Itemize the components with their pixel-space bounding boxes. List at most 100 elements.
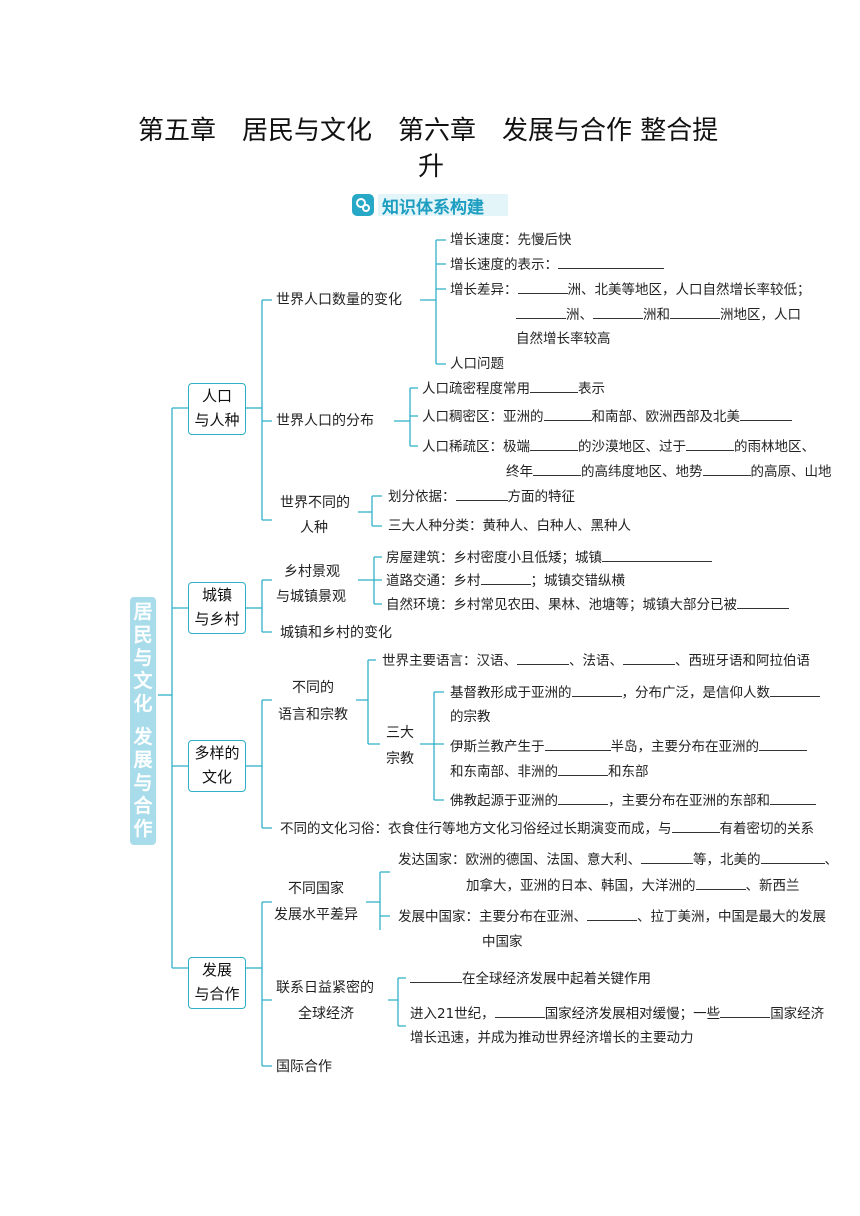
text: 方面的特征 bbox=[507, 489, 576, 505]
blank bbox=[671, 819, 720, 833]
section-culture-line1: 多样的 bbox=[194, 744, 240, 762]
text: 洲、 bbox=[566, 307, 593, 323]
banner-title: 知识体系构建 bbox=[382, 198, 484, 218]
section-population-line1: 人口 bbox=[201, 387, 232, 405]
density-expression: 人口疏密程度常用表示 bbox=[422, 379, 605, 398]
blank bbox=[533, 462, 581, 476]
sparse-areas-2: 终年的高纬度地区、地势的高原、山地 bbox=[506, 462, 832, 481]
blank bbox=[759, 737, 807, 751]
21st-century: 进入21世纪，国家经济发展相对缓慢；一些国家经济 bbox=[410, 1004, 824, 1023]
text: 发达国家：欧洲的德国、法国、意大利、 bbox=[398, 852, 641, 868]
text: 的雨林地区、 bbox=[734, 439, 815, 455]
text: 、新西兰 bbox=[745, 878, 800, 894]
blank bbox=[517, 651, 569, 665]
environment: 自然环境：乡村常见农田、果林、池塘等；城镇大部分已被 bbox=[386, 595, 789, 614]
landscape-label-1: 乡村景观 bbox=[284, 564, 340, 580]
sparse-areas: 人口稀疏区：极端 的沙漠地区、过于 的雨林地区、 bbox=[422, 437, 815, 456]
global-economy-label-1: 联系日益紧密的 bbox=[276, 980, 374, 996]
main-languages: 世界主要语言：汉语、 、法语、 、西班牙语和阿拉伯语 bbox=[382, 651, 810, 670]
blank bbox=[702, 462, 751, 476]
text: ；城镇交错纵横 bbox=[530, 573, 626, 589]
religion-label-2: 宗教 bbox=[386, 751, 414, 767]
blank bbox=[494, 1004, 545, 1018]
section-culture-line2: 文化 bbox=[201, 768, 232, 786]
international-cooperation-label: 国际合作 bbox=[276, 1059, 332, 1075]
growth-expression-text: 增长速度的表示： bbox=[450, 257, 558, 273]
blank bbox=[740, 407, 792, 421]
section-town-line1: 城镇 bbox=[201, 586, 232, 604]
text: 进入21世纪， bbox=[410, 1006, 495, 1022]
text: 伊斯兰教产生于 bbox=[450, 739, 545, 755]
text: 、 bbox=[824, 852, 839, 868]
islam: 伊斯兰教产生于半岛，主要分布在亚洲的 bbox=[450, 737, 807, 756]
text: 佛教起源于亚洲的 bbox=[450, 793, 558, 809]
blank bbox=[695, 876, 746, 890]
blank bbox=[558, 255, 664, 269]
developing-countries-2: 中国家 bbox=[482, 934, 523, 950]
blank bbox=[530, 379, 578, 393]
text: 的高纬度地区、地势 bbox=[581, 464, 703, 480]
developed-countries-2: 加拿大，亚洲的日本、韩国，大洋洲的 、新西兰 bbox=[466, 876, 800, 895]
change-label: 城镇和乡村的变化 bbox=[280, 625, 392, 641]
developed-countries: 发达国家：欧洲的德国、法国、意大利、 等，北美的 、 bbox=[398, 850, 838, 869]
growth-diff-text2: 洲、北美等地区，人口自然增长率较低； bbox=[567, 282, 811, 298]
text: 世界主要语言：汉语、 bbox=[382, 653, 517, 669]
blank bbox=[571, 683, 622, 697]
blank bbox=[410, 969, 462, 983]
blank bbox=[517, 280, 568, 294]
dense-areas: 人口稠密区：亚洲的和南部、欧洲西部及北美 bbox=[422, 407, 792, 426]
text: 发展中国家：主要分布在亚洲、 bbox=[398, 909, 587, 925]
section-town-village: 城镇 与乡村 bbox=[188, 582, 246, 634]
race-basis: 划分依据：方面的特征 bbox=[388, 487, 575, 506]
buddhism: 佛教起源于亚洲的，主要分布在亚洲的东部和 bbox=[450, 791, 816, 810]
customs: 不同的文化习俗：衣食住行等地方文化习俗经过长期演变而成，与有着密切的关系 bbox=[280, 819, 814, 838]
blank bbox=[530, 437, 578, 451]
dev-level-label-1: 不同国家 bbox=[288, 881, 344, 897]
text: 等，北美的 bbox=[693, 852, 761, 868]
text: 加拿大，亚洲的日本、韩国，大洋洲的 bbox=[466, 878, 696, 894]
text: 基督教形成于亚洲的 bbox=[450, 685, 572, 701]
growth-difference-3: 自然增长率较高 bbox=[516, 331, 611, 347]
text: 国家经济 bbox=[770, 1006, 825, 1022]
pop-distribution-label: 世界人口的分布 bbox=[276, 413, 374, 429]
text: ，分布广泛，是信仰人数 bbox=[621, 685, 771, 701]
growth-diff-text: 增长差异： bbox=[450, 282, 518, 298]
islam-2: 和东南部、非洲的和东部 bbox=[450, 762, 649, 781]
text: 和东南部、非洲的 bbox=[450, 764, 558, 780]
banner-bg bbox=[378, 194, 508, 216]
blank bbox=[587, 907, 637, 921]
pop-change-label: 世界人口数量的变化 bbox=[276, 292, 402, 308]
growth-difference: 增长差异： 洲、北美等地区，人口自然增长率较低； bbox=[450, 280, 811, 299]
global-economy-label-2: 全球经济 bbox=[298, 1006, 354, 1022]
21st-century-2: 增长迅速，并成为推动世界经济增长的主要动力 bbox=[410, 1030, 694, 1046]
text: 、法语、 bbox=[569, 653, 623, 669]
blank bbox=[480, 571, 531, 585]
text: 、西班牙语和阿拉伯语 bbox=[675, 653, 810, 669]
growth-speed: 增长速度：先慢后快 bbox=[450, 232, 572, 248]
landscape-label-2: 与城镇景观 bbox=[276, 589, 346, 605]
blank bbox=[516, 305, 566, 319]
housing: 房屋建筑：乡村密度小且低矮；城镇 bbox=[386, 548, 712, 567]
text: 的沙漠地区、过于 bbox=[578, 439, 686, 455]
text: 洲地区，人口 bbox=[720, 307, 801, 323]
blank bbox=[641, 850, 693, 864]
text: 和南部、欧洲西部及北美 bbox=[591, 409, 741, 425]
race-label-2: 人种 bbox=[300, 520, 328, 536]
section-population-line2: 与人种 bbox=[194, 411, 240, 429]
blank bbox=[543, 407, 592, 421]
dev-level-label-2: 发展水平差异 bbox=[274, 907, 358, 923]
growth-difference-2: 洲、 洲和 洲地区，人口 bbox=[516, 305, 801, 324]
growth-expression: 增长速度的表示： bbox=[450, 255, 664, 274]
section-dev-line2: 与合作 bbox=[194, 985, 240, 1003]
page-title-line1: 第五章 居民与文化 第六章 发展与合作 整合提 bbox=[138, 116, 719, 146]
text: 在全球经济发展中起着关键作用 bbox=[462, 971, 651, 987]
blank bbox=[760, 850, 825, 864]
text: 的高原、山地 bbox=[750, 464, 832, 480]
blank bbox=[686, 437, 734, 451]
section-town-line2: 与乡村 bbox=[194, 610, 240, 628]
blank bbox=[602, 548, 712, 562]
text: 人口稀疏区：极端 bbox=[422, 439, 530, 455]
text: 洲和 bbox=[643, 307, 670, 323]
text: 自然环境：乡村常见农田、果林、池塘等；城镇大部分已被 bbox=[386, 597, 737, 613]
